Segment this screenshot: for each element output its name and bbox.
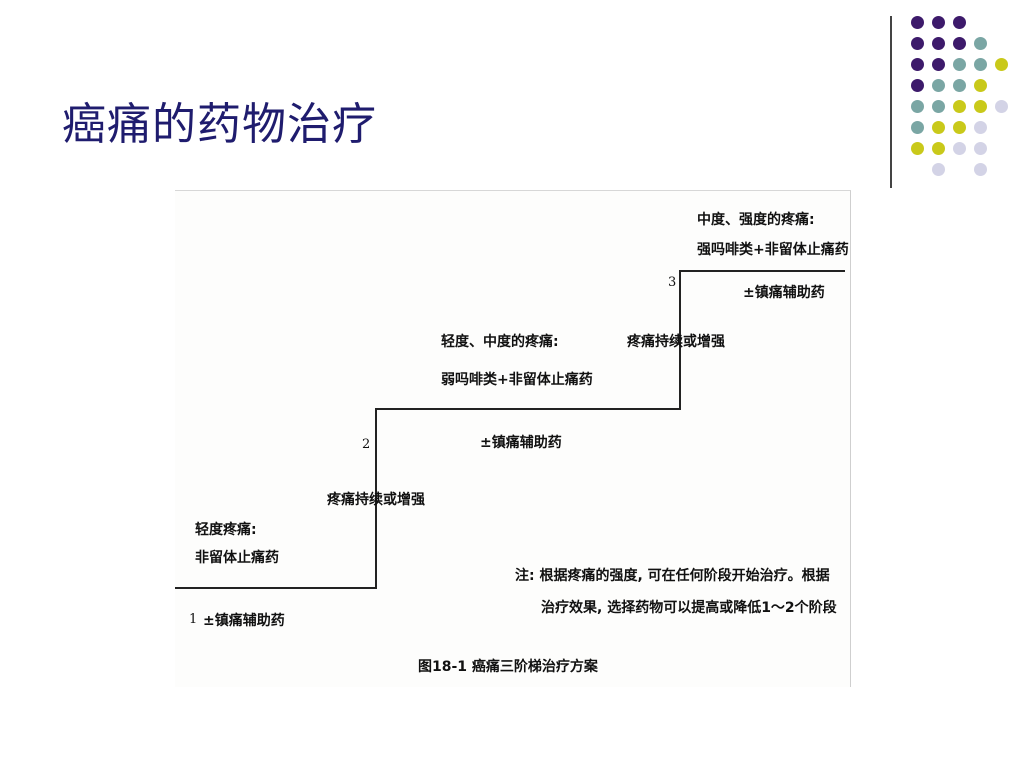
figure-caption: 图18-1 癌痛三阶梯治疗方案: [418, 659, 598, 675]
step3-drug: 强吗啡类+非留体止痛药: [697, 242, 849, 258]
decorative-dot: [953, 58, 966, 71]
decorative-dot: [974, 37, 987, 50]
decorative-dot: [911, 16, 924, 29]
decorative-dot: [932, 58, 945, 71]
decorative-dot: [953, 121, 966, 134]
three-step-ladder-figure: 轻度疼痛: 非留体止痛药 1 ±镇痛辅助药 疼痛持续或增强 2 轻度、中度的疼痛…: [175, 190, 851, 687]
decorative-dot: [932, 142, 945, 155]
decorative-dot: [932, 121, 945, 134]
transition2-label: 疼痛持续或增强: [627, 334, 725, 350]
decorative-dot: [953, 37, 966, 50]
decorative-dot: [974, 79, 987, 92]
decorative-dot: [911, 58, 924, 71]
decorative-divider: [890, 16, 892, 188]
decorative-dot: [953, 16, 966, 29]
slide-title: 癌痛的药物治疗: [62, 99, 377, 150]
note-line-2: 治疗效果, 选择药物可以提高或降低1～2个阶段: [541, 600, 837, 616]
step2-number: 2: [362, 437, 371, 452]
decorative-dot: [974, 142, 987, 155]
step1-number: 1: [189, 612, 198, 627]
decorative-dot: [995, 100, 1008, 113]
decorative-dot: [953, 142, 966, 155]
decorative-dot: [974, 58, 987, 71]
decorative-dot: [953, 79, 966, 92]
decorative-dot: [974, 121, 987, 134]
decorative-dot-grid: [0, 0, 1024, 200]
step1-adjuvant: ±镇痛辅助药: [203, 613, 285, 629]
decorative-dot: [974, 163, 987, 176]
decorative-dot: [932, 16, 945, 29]
transition1-label: 疼痛持续或增强: [327, 492, 425, 508]
decorative-dot: [974, 100, 987, 113]
step2-adjuvant: ±镇痛辅助药: [480, 435, 562, 451]
step2-drug: 弱吗啡类+非留体止痛药: [441, 372, 593, 388]
decorative-dot: [932, 79, 945, 92]
decorative-dot: [953, 100, 966, 113]
step1-drug: 非留体止痛药: [195, 550, 279, 566]
decorative-dot: [911, 142, 924, 155]
decorative-dot: [911, 100, 924, 113]
decorative-dot: [932, 163, 945, 176]
decorative-dot: [932, 37, 945, 50]
step3-adjuvant: ±镇痛辅助药: [743, 285, 825, 301]
stair-lines: [175, 270, 845, 589]
decorative-dot: [911, 37, 924, 50]
decorative-dot: [911, 121, 924, 134]
step3-number: 3: [668, 275, 677, 290]
decorative-dot: [932, 100, 945, 113]
stair-outline: [175, 270, 845, 589]
note-line-1: 注: 根据疼痛的强度, 可在任何阶段开始治疗。根据: [515, 568, 830, 584]
step2-heading: 轻度、中度的疼痛:: [441, 334, 559, 350]
step3-heading: 中度、强度的疼痛:: [697, 212, 815, 228]
decorative-dot: [911, 79, 924, 92]
decorative-dot: [995, 58, 1008, 71]
step1-heading: 轻度疼痛:: [195, 522, 257, 538]
